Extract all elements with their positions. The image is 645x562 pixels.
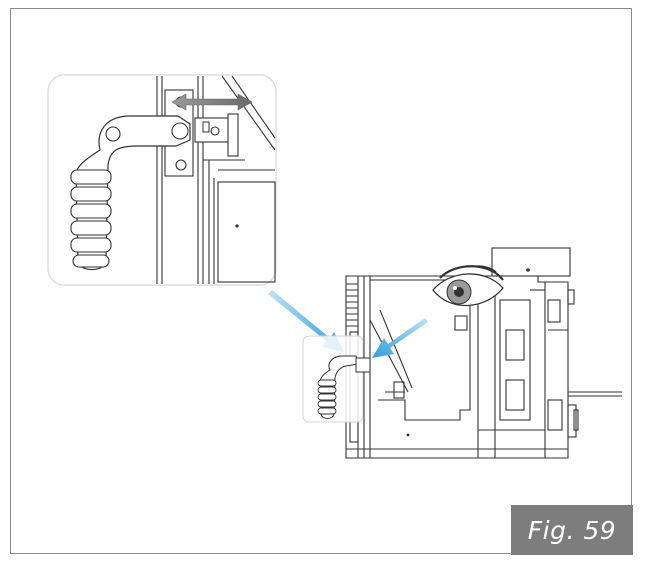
stove-side-view — [345, 247, 622, 459]
eye-icon — [432, 265, 504, 307]
detail-inset — [47, 74, 277, 286]
double-arrow-icon — [171, 93, 253, 111]
blue-arrow-icon — [372, 318, 428, 358]
figure-label: Fig. 59 — [511, 505, 633, 555]
handle-highlight — [302, 335, 371, 423]
